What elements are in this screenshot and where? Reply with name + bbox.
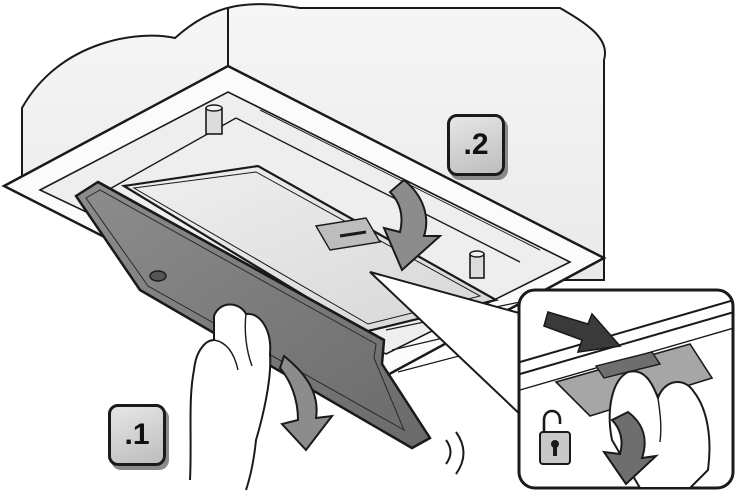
step-badge-2: .2: [447, 114, 505, 176]
mounting-stud-back: [206, 105, 222, 134]
hand-left: [190, 305, 270, 491]
motion-marks: [446, 432, 464, 474]
mounting-stud-right: [470, 251, 484, 278]
detail-inset: [519, 290, 734, 488]
step-badge-1: .1: [108, 404, 166, 466]
